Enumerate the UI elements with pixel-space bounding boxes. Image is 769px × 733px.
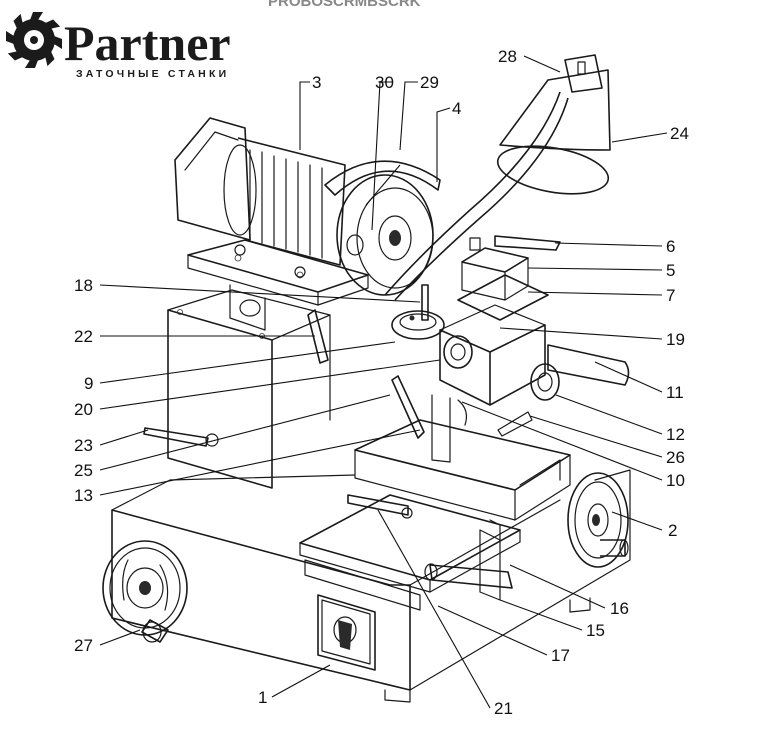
power-switch — [317, 594, 376, 671]
callout-label: 25 — [74, 461, 93, 480]
column — [391, 375, 533, 463]
callout-label: 24 — [670, 124, 689, 143]
callout-label: 17 — [551, 646, 570, 665]
callout-label: 1 — [258, 688, 267, 707]
callout-label: 9 — [84, 374, 93, 393]
brand-logo: Partner ЗАТОЧНЫЕ СТАНКИ — [6, 12, 231, 80]
callout-label: 7 — [666, 286, 675, 305]
callout-label: 23 — [74, 436, 93, 455]
right-handwheel — [567, 472, 629, 568]
callout-label: 19 — [666, 330, 685, 349]
callout-label: 21 — [494, 699, 513, 718]
motor-plate — [187, 239, 369, 306]
callout-label: 2 — [668, 521, 677, 540]
callout-label: 20 — [74, 400, 93, 419]
callout-label: 10 — [666, 471, 685, 490]
callout-label: 15 — [586, 621, 605, 640]
callout-label: 22 — [74, 327, 93, 346]
callout-label: 26 — [666, 448, 685, 467]
middle-slide — [354, 419, 571, 521]
left-handwheel — [102, 540, 188, 643]
motor-housing — [143, 284, 331, 489]
saw-blade-gear-icon — [6, 12, 62, 68]
callout-label: 18 — [74, 276, 93, 295]
brand-tagline: ЗАТОЧНЫЕ СТАНКИ — [76, 68, 229, 80]
tool-holder-head — [391, 235, 630, 406]
grinder-machine-drawing — [102, 54, 631, 703]
callout-label: 13 — [74, 486, 93, 505]
leader-lines — [99, 55, 668, 709]
callout-label: 4 — [452, 99, 461, 118]
callout-label: 30 — [375, 73, 394, 92]
callout-labels: 28 24 3 30 29 4 6 5 7 18 19 22 9 11 20 1… — [74, 47, 689, 718]
callout-label: 11 — [666, 383, 684, 402]
callout-label: 5 — [666, 261, 675, 280]
callout-label: 12 — [666, 425, 685, 444]
callout-label: 28 — [498, 47, 517, 66]
callout-label: 16 — [610, 599, 629, 618]
callout-label: 27 — [74, 636, 93, 655]
brand-name: Partner — [64, 15, 231, 71]
callout-label: 6 — [666, 237, 675, 256]
callout-label: 3 — [312, 73, 321, 92]
motor — [174, 117, 346, 278]
callout-label: 29 — [420, 73, 439, 92]
lamp — [384, 54, 611, 301]
cropped-top-text: PROBOSCRMBSCRK — [268, 0, 421, 10]
